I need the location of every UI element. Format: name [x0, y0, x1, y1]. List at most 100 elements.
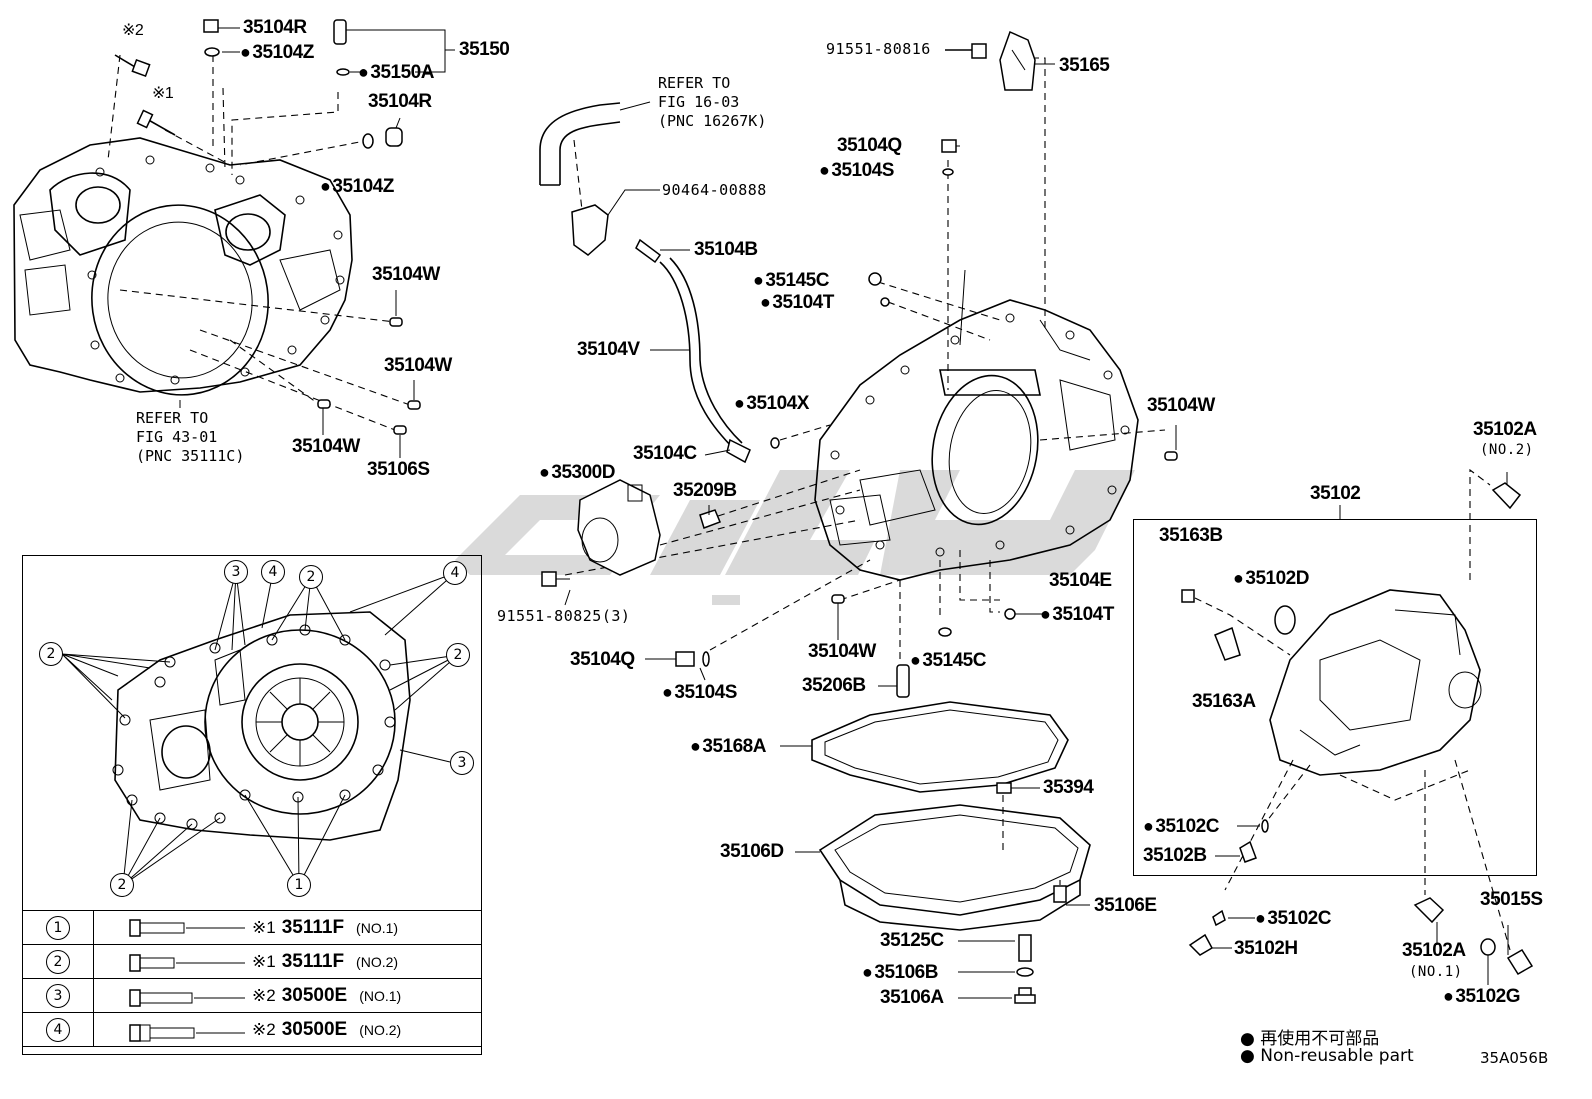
bolt-spec-table: 1 ※1 35111F (NO.1) 2 ※1 35111F (NO.2) 3 ※2 30…	[22, 910, 482, 1047]
table-row: 3 ※2 30500E (NO.1)	[22, 978, 482, 1013]
part-label-35106S[interactable]: 35106S	[367, 459, 430, 480]
part-label-35104W-3[interactable]: 35104W	[292, 436, 360, 457]
part-label-35150[interactable]: 35150	[459, 39, 510, 60]
row-spec: (NO.1)	[356, 920, 399, 936]
table-row: 2 ※1 35111F (NO.2)	[22, 944, 482, 979]
part-label-91551-80825[interactable]: 91551-80825(3)	[497, 607, 631, 625]
reference-fig-43-01[interactable]: REFER TO FIG 43-01 (PNC 35111C)	[136, 409, 245, 465]
row-mark: ※1	[252, 918, 276, 937]
callout-2-bottom: 2	[110, 873, 134, 897]
part-label-35104Z-top[interactable]: 35104Z	[240, 42, 314, 63]
part-label-35102A-no2-spec: (NO.2)	[1480, 442, 1534, 458]
callout-4-top: 4	[261, 560, 285, 584]
row-spec: (NO.1)	[359, 988, 402, 1004]
callout-2-left: 2	[39, 642, 63, 666]
breather-hose-drawing	[539, 101, 831, 464]
part-label-35104R[interactable]: 35104R	[368, 91, 432, 112]
row-spec: (NO.2)	[356, 954, 399, 970]
row-part-number[interactable]: 30500E	[281, 985, 348, 1006]
part-label-35102[interactable]: 35102	[1310, 483, 1361, 504]
converter-housing-drawing	[13, 19, 455, 458]
part-label-90464-00888[interactable]: 90464-00888	[662, 181, 767, 199]
legend-non-reusable-en: Non-reusable part	[1240, 1046, 1413, 1066]
reference-fig-16-03[interactable]: REFER TO FIG 16-03 (PNC 16267K)	[658, 74, 767, 130]
part-label-35145C[interactable]: 35145C	[910, 650, 986, 671]
part-label-35104R-top[interactable]: 35104R	[243, 17, 307, 38]
part-label-35163A[interactable]: 35163A	[1192, 691, 1256, 712]
callout-2-top: 2	[299, 565, 323, 589]
row-number: 4	[46, 1017, 70, 1042]
part-label-35104V[interactable]: 35104V	[577, 339, 640, 360]
part-label-35102A-no1[interactable]: 35102A	[1402, 940, 1466, 961]
watermark-logo	[455, 470, 1135, 605]
part-label-35300D[interactable]: 35300D	[539, 462, 615, 483]
part-label-35104W-2[interactable]: 35104W	[384, 355, 452, 376]
part-label-35102H[interactable]: 35102H	[1234, 938, 1298, 959]
part-label-35104X[interactable]: 35104X	[734, 393, 809, 414]
part-label-35104S[interactable]: 35104S	[662, 682, 737, 703]
part-label-35102B[interactable]: 35102B	[1143, 845, 1207, 866]
row-part-number[interactable]: 30500E	[281, 1019, 348, 1040]
row-number: 2	[46, 949, 70, 974]
callout-3-right: 3	[450, 751, 474, 775]
row-spec: (NO.2)	[359, 1022, 402, 1038]
part-label-35106B[interactable]: 35106B	[862, 962, 938, 983]
marker-2-label: ※2	[122, 22, 144, 39]
part-label-35163B[interactable]: 35163B	[1159, 525, 1223, 546]
callout-4-right: 4	[443, 561, 467, 585]
part-label-35104W-bottom[interactable]: 35104W	[808, 641, 876, 662]
part-label-35145C-top[interactable]: 35145C	[753, 270, 829, 291]
extension-housing-drawing	[1181, 468, 1534, 985]
part-label-35102C-lower[interactable]: 35102C	[1255, 908, 1331, 929]
part-label-35106E[interactable]: 35106E	[1094, 895, 1157, 916]
part-label-91551-80816[interactable]: 91551-80816	[826, 40, 931, 58]
row-part-number[interactable]: 35111F	[281, 917, 345, 938]
row-mark: ※2	[252, 1020, 276, 1039]
row-mark: ※1	[252, 952, 276, 971]
part-label-35104W-1[interactable]: 35104W	[372, 264, 440, 285]
transaxle-case-drawing	[541, 30, 1178, 698]
callout-2-right: 2	[446, 643, 470, 667]
callout-1-bottom: 1	[287, 873, 311, 897]
part-label-35104B[interactable]: 35104B	[694, 239, 758, 260]
part-label-35102C[interactable]: 35102C	[1143, 816, 1219, 837]
row-number: 3	[46, 983, 70, 1008]
part-label-35150A[interactable]: 35150A	[358, 62, 434, 83]
bolt-location-inset	[22, 555, 482, 1055]
part-label-35104E[interactable]: 35104E	[1049, 570, 1112, 591]
row-mark: ※2	[252, 986, 276, 1005]
part-label-35104Q[interactable]: 35104Q	[570, 649, 635, 670]
diagram-code: 35A056B	[1480, 1049, 1549, 1067]
part-label-35394[interactable]: 35394	[1043, 777, 1094, 798]
assembly-35102-frame	[1133, 519, 1537, 876]
part-label-35104T[interactable]: 35104T	[1040, 604, 1114, 625]
part-label-35104S-top[interactable]: 35104S	[819, 160, 894, 181]
part-label-35125C[interactable]: 35125C	[880, 930, 944, 951]
table-row: 1 ※1 35111F (NO.1)	[22, 910, 482, 945]
row-part-number[interactable]: 35111F	[281, 951, 345, 972]
part-label-35165[interactable]: 35165	[1059, 55, 1110, 76]
part-label-35102D[interactable]: 35102D	[1233, 568, 1309, 589]
part-label-35106D[interactable]: 35106D	[720, 841, 784, 862]
row-number: 1	[46, 915, 70, 940]
part-label-35104W-right[interactable]: 35104W	[1147, 395, 1215, 416]
part-label-35106A[interactable]: 35106A	[880, 987, 944, 1008]
part-label-35206B[interactable]: 35206B	[802, 675, 866, 696]
legend-non-reusable-jp: 再使用不可部品	[1240, 1024, 1379, 1049]
part-label-35015S[interactable]: 35015S	[1480, 889, 1543, 910]
part-label-35104Z[interactable]: 35104Z	[320, 176, 394, 197]
part-label-35102A-no1-spec: (NO.1)	[1409, 964, 1463, 980]
part-label-35102G[interactable]: 35102G	[1443, 986, 1520, 1007]
part-label-35102A-no2[interactable]: 35102A	[1473, 419, 1537, 440]
part-label-35209B[interactable]: 35209B	[673, 480, 737, 501]
table-row: 4 ※2 30500E (NO.2)	[22, 1012, 482, 1047]
part-label-35168A[interactable]: 35168A	[690, 736, 766, 757]
callout-3-top: 3	[224, 560, 248, 584]
part-label-35104Q-top[interactable]: 35104Q	[837, 135, 902, 156]
oil-pan-drawing	[780, 701, 1091, 1004]
marker-1-label: ※1	[152, 85, 174, 102]
part-label-35104C[interactable]: 35104C	[633, 443, 697, 464]
part-label-35104T-top[interactable]: 35104T	[760, 292, 834, 313]
